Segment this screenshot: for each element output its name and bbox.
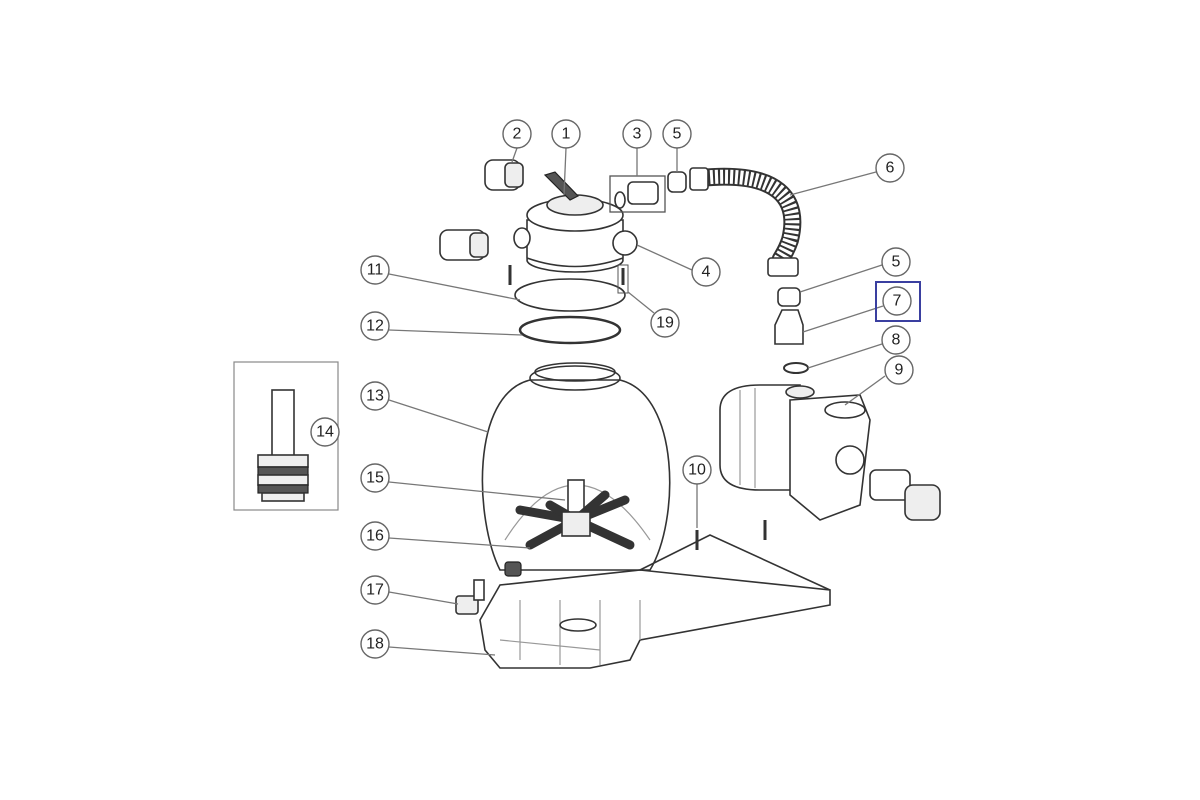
- part-8-o-ring: [783, 362, 809, 374]
- callout-5[interactable]: 5: [662, 119, 692, 149]
- callout-label: 2: [513, 126, 522, 143]
- platform: [639, 534, 831, 591]
- part-16-cap: [504, 561, 522, 577]
- o-ring: [518, 315, 622, 345]
- callout-label: 8: [892, 332, 901, 349]
- callout-11[interactable]: 11: [360, 255, 390, 285]
- bolts: [508, 264, 767, 550]
- callout-3[interactable]: 3: [622, 119, 652, 149]
- callout-4[interactable]: 4: [691, 257, 721, 287]
- filter-base: [479, 569, 831, 669]
- part-5-adapter: [777, 287, 801, 307]
- callout-label: 13: [366, 388, 384, 405]
- callout-label: 18: [366, 636, 384, 653]
- union-fittings: [439, 159, 524, 261]
- callout-6[interactable]: 6: [875, 153, 905, 183]
- part-17-drain: [455, 579, 485, 615]
- callout-label: 10: [688, 462, 706, 479]
- multiport-valve: [513, 171, 638, 273]
- callout-label: 3: [633, 126, 642, 143]
- highlight-box-part-7: [875, 281, 921, 322]
- callout-label: 9: [895, 362, 904, 379]
- callout-label: 14: [316, 424, 334, 441]
- callout-label: 5: [673, 126, 682, 143]
- laterals-assembly: [515, 479, 635, 550]
- clamp-ring: [514, 278, 626, 312]
- pump-union: [869, 469, 911, 501]
- callout-15[interactable]: 15: [360, 463, 390, 493]
- callout-14[interactable]: 14: [310, 417, 340, 447]
- connector-parts: [614, 171, 687, 209]
- pump: [719, 384, 871, 521]
- callout-10[interactable]: 10: [682, 455, 712, 485]
- part-14-dome: [257, 389, 309, 502]
- callout-label: 4: [702, 264, 711, 281]
- callout-label: 17: [366, 582, 384, 599]
- callout-19[interactable]: 19: [650, 308, 680, 338]
- callout-label: 16: [366, 528, 384, 545]
- callout-18[interactable]: 18: [360, 629, 390, 659]
- callout-label: 11: [367, 262, 384, 279]
- callout-12[interactable]: 12: [360, 311, 390, 341]
- callout-2[interactable]: 2: [502, 119, 532, 149]
- leader-lines: [388, 147, 886, 656]
- part-7-adapter: [774, 309, 804, 345]
- callout-13[interactable]: 13: [360, 381, 390, 411]
- callout-16[interactable]: 16: [360, 521, 390, 551]
- callout-9[interactable]: 9: [884, 355, 914, 385]
- callout-label: 15: [366, 470, 384, 487]
- callout-label: 7: [893, 293, 902, 310]
- callout-label: 12: [366, 318, 384, 335]
- callout-1[interactable]: 1: [551, 119, 581, 149]
- callout-8[interactable]: 8: [881, 325, 911, 355]
- callout-label: 19: [656, 315, 674, 332]
- filter-tank: [481, 362, 671, 571]
- callout-label: 5: [892, 254, 901, 271]
- callout-5b[interactable]: 5: [881, 247, 911, 277]
- callout-label: 1: [562, 126, 571, 143]
- callout-7[interactable]: 7: [882, 286, 912, 316]
- callout-17[interactable]: 17: [360, 575, 390, 605]
- callout-label: 6: [886, 160, 895, 177]
